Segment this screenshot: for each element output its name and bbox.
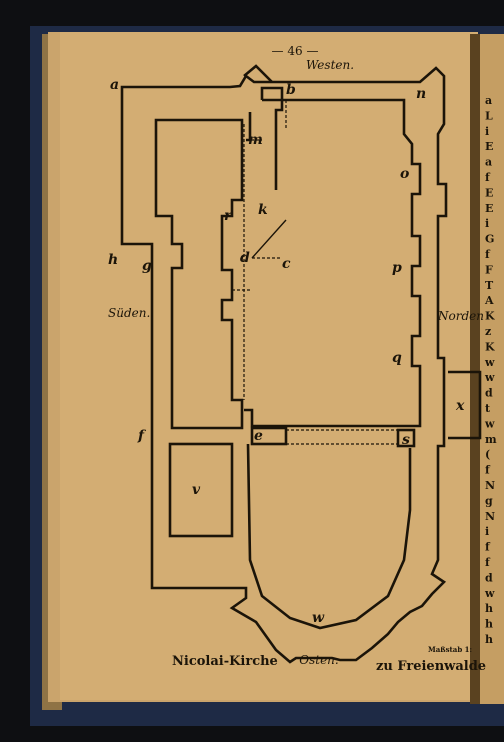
label-k: k [258,202,268,218]
wall-b [260,86,284,190]
margin-letter: w [484,587,495,600]
inner-hall [244,98,422,428]
label-v: v [192,482,201,498]
label-s: s [402,432,410,448]
margin-letter: E [485,186,493,199]
margin-letter: w [484,417,495,430]
left-page-surface [60,32,478,700]
label-o: o [400,166,409,182]
dashed-lines [232,100,398,445]
label-e: e [254,428,263,444]
margin-letter: N [485,510,495,523]
margin-letter: h [485,602,493,615]
label-g: g [142,258,152,274]
margin-letter: f [485,556,491,569]
right-page [480,34,504,704]
annex-x [448,370,482,440]
margin-letter: f [485,248,491,261]
margin-letter: t [485,402,491,415]
label-east: Osten. [299,653,338,667]
label-a: a [110,77,119,93]
south-aisle [154,118,244,430]
label-north: Norden [437,309,484,323]
plan-letter-labels: a b c d e f g h k m n o p q r s v w x [108,77,465,626]
margin-letter: N [485,479,495,492]
label-m: m [248,132,263,148]
margin-letter: E [485,140,493,153]
room-v [168,442,234,538]
margin-letter: d [485,387,493,400]
chancel [246,443,412,630]
label-p: p [392,260,402,276]
margin-letter: a [485,156,492,169]
margin-letter: h [485,633,493,646]
label-b: b [286,82,296,98]
label-f: f [137,428,147,444]
label-n: n [416,86,426,102]
label-d: d [240,250,250,266]
margin-letter: K [485,310,495,323]
label-h: h [108,252,118,268]
label-west: Westen. [306,58,354,72]
margin-letter: m [485,433,497,446]
gutter [470,34,480,704]
church-floor-plan [120,64,482,664]
margin-letter: a [485,94,492,107]
margin-letter: f [485,541,491,554]
margin-letter: E [485,202,493,215]
margin-letter: ( [485,448,490,461]
page-number: — 46 — [272,44,319,58]
margin-letter: L [485,109,493,122]
margin-letter: w [484,356,495,369]
margin-letter: T [485,279,494,292]
margin-letter: i [485,125,489,138]
pier-s [396,428,416,448]
caption-freienwalde: zu Freienwalde [376,659,486,674]
margin-letter: f [485,171,491,184]
label-w: w [312,610,325,626]
caption-nicolai-kirche: Nicolai-Kirche [172,654,278,669]
pier-e [250,426,288,446]
label-q: q [392,350,402,366]
margin-letter: i [485,217,489,230]
label-x: x [455,398,465,414]
margin-letter: K [485,340,495,353]
margin-letter: g [485,494,493,507]
margin-letter: w [484,371,495,384]
label-c: c [282,256,291,272]
label-south: Süden. [108,306,150,320]
label-r: r [224,208,233,224]
diagonal-line-c [251,219,287,259]
margin-letter: h [485,618,493,631]
margin-letter: i [485,525,489,538]
margin-letter: z [485,325,491,338]
west-porch [243,64,273,83]
margin-letter: f [485,464,491,477]
margin-letter: d [485,571,493,584]
margin-letter: A [484,294,494,307]
margin-letter: G [485,233,494,246]
outer-wall [120,66,448,664]
scale-note: Maßstab 1: [428,645,472,654]
margin-letter: F [485,263,493,276]
